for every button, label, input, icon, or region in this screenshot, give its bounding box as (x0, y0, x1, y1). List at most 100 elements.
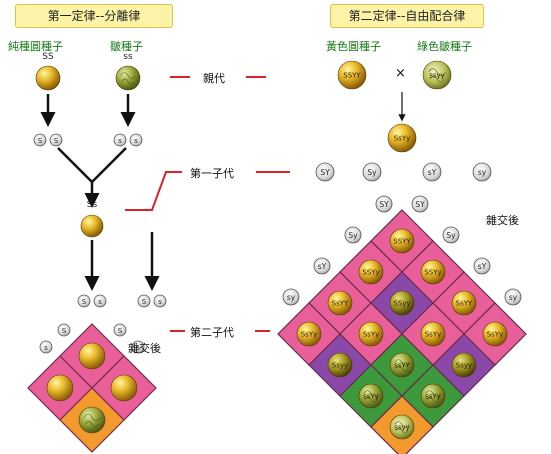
right-offspring-seed: SsYY (451, 290, 477, 316)
gamete: S (137, 294, 151, 308)
gamete: SY (315, 162, 335, 182)
left-parent1-genotype: SS (42, 52, 54, 62)
seed-genotype-label: SSyy (393, 300, 410, 308)
gamete: S (57, 323, 71, 337)
seed-genotype-label: SsYy (487, 331, 504, 339)
seed-genotype-label: SsYy (425, 331, 442, 339)
gamete: Sy (442, 226, 460, 244)
seed-genotype-label: SSYy (362, 269, 379, 277)
gamete-label: SY (415, 200, 425, 209)
right-offspring-seed: ssYy (420, 383, 446, 409)
right-offspring-seed: SsYy (420, 321, 446, 347)
gamete-label: S (142, 298, 147, 306)
generation-lines (125, 76, 290, 332)
cross-symbol: × (395, 66, 406, 81)
left-parent2-seed (115, 65, 141, 91)
gamete: S (77, 294, 91, 308)
gamete-label: s (136, 344, 140, 352)
right-offspring-seed: SSYy (420, 259, 446, 285)
gamete-label: s (44, 344, 48, 352)
left-punnett-square (27, 323, 157, 453)
gamete-label: SY (320, 168, 330, 177)
gamete: S (33, 133, 47, 147)
gamete: SY (375, 195, 393, 213)
right-parent2-seed: ssyy (422, 60, 452, 90)
left-offspring-seed (110, 374, 138, 402)
left-parent1-seed (35, 65, 61, 91)
gamete: s (39, 340, 53, 354)
right-offspring-seed: SsYy (482, 321, 508, 347)
right-title: 第二定律--自由配合律 (330, 4, 484, 28)
seed-genotype-label: Ssyy (332, 362, 348, 370)
gamete: sy (282, 288, 300, 306)
seed-genotype-label: SsYY (456, 300, 473, 308)
gamete-label: Sy (367, 168, 377, 177)
gamete: SY (411, 195, 429, 213)
left-parent1-label: 純種圓種子 (8, 40, 63, 53)
seed-genotype-label: ssyy (429, 72, 445, 80)
gamete-label: S (118, 327, 123, 335)
gamete: s (131, 340, 145, 354)
left-f1-seed (80, 214, 104, 238)
gamete-label: sY (478, 262, 487, 271)
seed-genotype-label: SsYy (363, 331, 380, 339)
left-offspring-seed (46, 374, 74, 402)
gamete-label: S (38, 137, 43, 145)
gamete: Sy (362, 162, 382, 182)
seed-genotype-label: SSYY (393, 238, 411, 246)
seed-genotype-label: ssyy (394, 424, 410, 432)
right-parent1-seed: SSYY (337, 60, 367, 90)
gamete-label: Sy (348, 231, 358, 240)
gamete: s (113, 133, 127, 147)
gamete: s (153, 294, 167, 308)
seed-genotype-label: ssYY (394, 362, 411, 370)
right-offspring-seed: ssyy (389, 414, 415, 440)
gamete-label: s (134, 137, 138, 145)
right-offspring-seed: ssYY (389, 352, 415, 378)
left-parent2-label: 皺種子 (110, 40, 143, 53)
seed-genotype-label: SsYY (332, 300, 349, 308)
gamete-label: Sy (446, 231, 456, 240)
gamete: s (129, 133, 143, 147)
right-offspring-seed: SSyy (389, 290, 415, 316)
gamete: S (113, 323, 127, 337)
gamete-label: sy (478, 168, 487, 177)
left-parent2-genotype: ss (123, 52, 133, 62)
gamete-label: S (62, 327, 67, 335)
gamete: Sy (344, 226, 362, 244)
right-offspring-seed: Ssyy (451, 352, 477, 378)
right-offspring-seed: SsYy (358, 321, 384, 347)
left-flow-lines (40, 94, 160, 291)
gamete: sy (472, 162, 492, 182)
left-offspring-seed (78, 342, 106, 370)
gamete: sY (473, 257, 491, 275)
seed-genotype-label: SsYy (394, 135, 411, 143)
gamete-label: s (118, 137, 122, 145)
right-parent1-label: 黃色圓種子 (326, 40, 381, 53)
gamete-label: sy (509, 293, 518, 302)
gen-label-parent: 親代 (203, 72, 225, 85)
gamete-label: sy (287, 293, 296, 302)
seed-genotype-label: SsYy (301, 331, 318, 339)
gamete: sY (422, 162, 442, 182)
seed-genotype-label: Ssyy (456, 362, 472, 370)
right-offspring-seed: SSYY (389, 228, 415, 254)
right-cross-label: 雜交後 (486, 214, 519, 227)
right-offspring-seed: ssYy (358, 383, 384, 409)
right-offspring-seed: SsYy (296, 321, 322, 347)
right-offspring-seed: Ssyy (327, 352, 353, 378)
gamete-label: S (54, 137, 59, 145)
seed-genotype-label: SSYY (343, 72, 361, 80)
seed-genotype-label: SSYy (424, 269, 441, 277)
right-offspring-seed: SsYY (327, 290, 353, 316)
right-parent2-label: 綠色皺種子 (417, 40, 472, 53)
gen-label-f1: 第一子代 (190, 167, 234, 180)
right-f1-seed: SsYy (387, 123, 417, 153)
gamete-label: sY (428, 168, 437, 177)
gamete: s (93, 294, 107, 308)
gamete: S (49, 133, 63, 147)
seed-genotype-label: ssYy (425, 393, 441, 401)
gamete-label: sY (318, 262, 327, 271)
